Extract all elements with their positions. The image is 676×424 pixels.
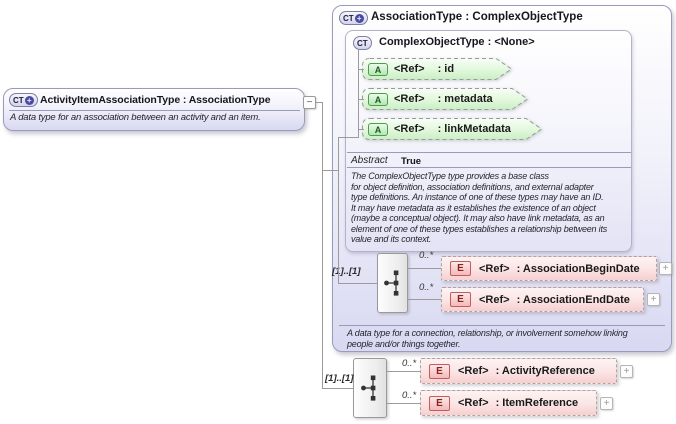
- derived-plus-icon: +: [354, 13, 364, 23]
- expand-handle[interactable]: +: [659, 262, 672, 275]
- connector-line: [387, 371, 420, 372]
- complex-type-badge: CT: [353, 36, 372, 50]
- element-name: : AssociationBeginDate: [516, 262, 640, 275]
- connector-line: [358, 129, 364, 130]
- type-annotation: A data type for a connection, relationsh…: [347, 328, 628, 349]
- sequence-compositor[interactable]: [353, 358, 387, 418]
- element-ref-label: <Ref>: [458, 397, 489, 409]
- occurrence-label: 0..*: [419, 282, 434, 293]
- ct-badge-label: CT: [13, 95, 24, 105]
- type-annotation: A data type for an association between a…: [10, 112, 261, 123]
- occurrence-label: 0..*: [402, 358, 417, 369]
- abstract-label: Abstract: [351, 155, 388, 166]
- connector-line: [358, 50, 359, 138]
- expand-handle[interactable]: +: [620, 365, 633, 378]
- connector-line: [387, 403, 420, 404]
- element-badge: E: [429, 395, 450, 411]
- abstract-value: True: [401, 156, 422, 167]
- sequence-compositor[interactable]: [377, 253, 408, 313]
- abstract-divider-bottom: [347, 167, 631, 168]
- element-node-association-begin-date[interactable]: E <Ref> : AssociationBeginDate: [441, 256, 657, 281]
- cardinality-label: [1]..[1]: [325, 373, 354, 384]
- attribute-node-link-metadata[interactable]: A <Ref> : linkMetadata: [362, 118, 542, 140]
- element-node-item-reference[interactable]: E <Ref> : ItemReference: [420, 390, 597, 416]
- annotation-divider: [339, 325, 665, 326]
- abstract-divider-top: [347, 152, 631, 153]
- collapse-handle[interactable]: −: [303, 96, 316, 109]
- ct-badge-label: CT: [343, 13, 354, 23]
- element-ref-label: <Ref>: [479, 293, 510, 306]
- attribute-ref-label: <Ref>: [394, 93, 425, 105]
- cardinality-label: [1]..[1]: [332, 266, 361, 277]
- occurrence-label: 0..*: [402, 390, 417, 401]
- connector-line: [322, 102, 323, 389]
- attribute-badge: A: [368, 92, 388, 106]
- sequence-icon: [361, 375, 376, 401]
- sequence-icon: [383, 270, 398, 296]
- derived-plus-icon: +: [24, 95, 34, 105]
- attribute-badge: A: [368, 62, 388, 76]
- attribute-name: : linkMetadata: [437, 123, 511, 135]
- connector-line: [338, 137, 359, 138]
- ct-badge-label: CT: [357, 38, 368, 48]
- connector-line: [338, 283, 377, 284]
- type-title: ActivityItemAssociationType : Associatio…: [40, 94, 271, 106]
- attribute-tag-shape: [362, 58, 512, 80]
- connector-line: [408, 299, 441, 300]
- connector-line: [408, 268, 441, 269]
- element-ref-label: <Ref>: [479, 262, 510, 275]
- element-badge: E: [429, 363, 450, 379]
- expand-handle[interactable]: +: [647, 293, 660, 306]
- element-badge: E: [450, 292, 471, 307]
- connector-line: [322, 388, 353, 389]
- attribute-ref-label: <Ref>: [394, 63, 425, 75]
- attribute-ref-label: <Ref>: [394, 123, 425, 135]
- element-name: : ItemReference: [495, 397, 579, 409]
- base-type-description: The ComplexObjectType type provides a ba…: [351, 171, 608, 244]
- type-node-activity-item-association[interactable]: CT + ActivityItemAssociationType : Assoc…: [3, 88, 305, 131]
- connector-line: [322, 170, 339, 171]
- expand-handle[interactable]: +: [600, 397, 613, 410]
- connector-line: [358, 69, 364, 70]
- attribute-node-id[interactable]: A <Ref> : id: [362, 58, 512, 80]
- complex-type-badge: CT +: [339, 11, 368, 25]
- attribute-badge: A: [368, 122, 388, 136]
- type-title: AssociationType : ComplexObjectType: [371, 11, 583, 23]
- connector-line: [358, 99, 364, 100]
- attribute-tag-shape: [362, 88, 528, 110]
- occurrence-label: 0..*: [419, 250, 434, 261]
- element-name: : ActivityReference: [495, 365, 595, 377]
- complex-type-badge: CT +: [9, 93, 38, 107]
- element-node-activity-reference[interactable]: E <Ref> : ActivityReference: [420, 358, 617, 384]
- attribute-tag-shape: [362, 118, 542, 140]
- element-name: : AssociationEndDate: [516, 293, 630, 306]
- element-node-association-end-date[interactable]: E <Ref> : AssociationEndDate: [441, 287, 644, 312]
- attribute-name: : id: [437, 63, 455, 75]
- base-type-title: ComplexObjectType : <None>: [379, 36, 535, 48]
- title-divider: [9, 110, 300, 111]
- connector-line: [338, 137, 339, 284]
- attribute-node-metadata[interactable]: A <Ref> : metadata: [362, 88, 528, 110]
- attribute-name: : metadata: [437, 93, 493, 105]
- connector-line: [316, 102, 323, 103]
- element-badge: E: [450, 261, 471, 276]
- element-ref-label: <Ref>: [458, 365, 489, 377]
